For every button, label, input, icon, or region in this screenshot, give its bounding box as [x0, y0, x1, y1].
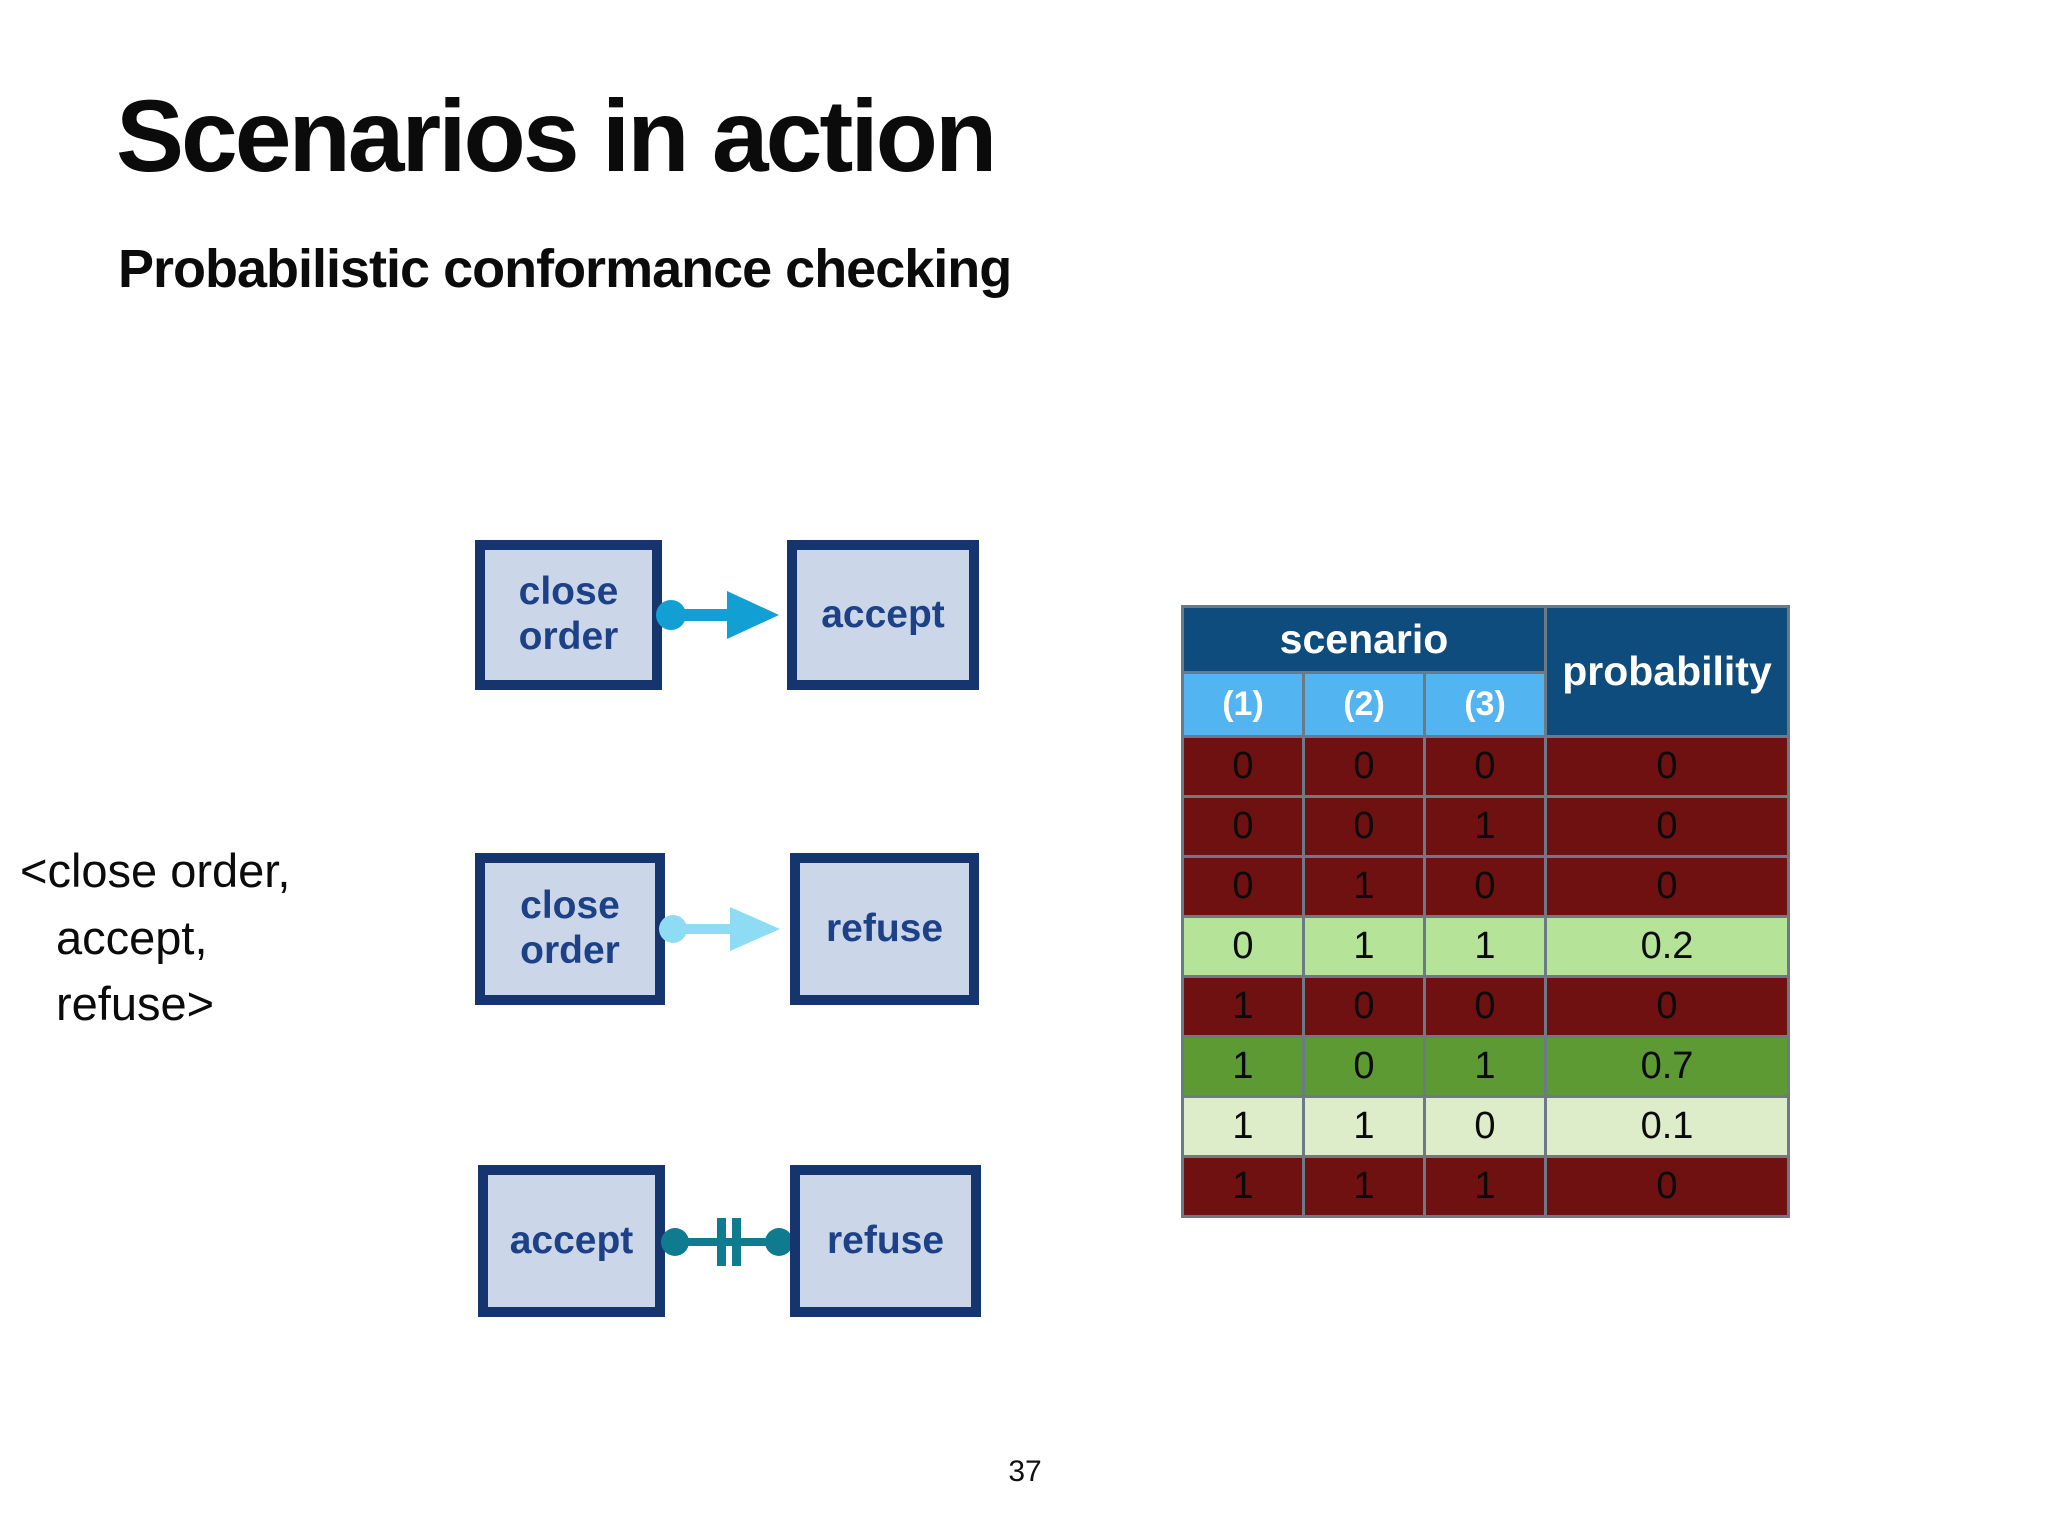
table-row: 0 0 1 0: [1181, 795, 1790, 858]
scenario-probability-table: scenario probability (1) (2) (3) 0 0 0 0…: [1181, 605, 1790, 1218]
activity-label: refuse: [825, 906, 944, 950]
table-cell: 1: [1302, 1095, 1426, 1158]
activity-box-close-order: close order: [475, 853, 665, 1005]
trace-line: accept,: [56, 910, 208, 964]
table-cell: 0.2: [1544, 915, 1790, 978]
table-cell: 1: [1423, 1035, 1547, 1098]
table-cell: 0: [1544, 795, 1790, 858]
table-header-probability: probability: [1544, 605, 1790, 738]
table-cell: 0: [1181, 735, 1305, 798]
table-cell: 0: [1544, 855, 1790, 918]
table-cell: 1: [1181, 1155, 1305, 1218]
table-cell: 0: [1544, 735, 1790, 798]
response-arrow-icon: [656, 591, 779, 639]
table-cell: 1: [1423, 1155, 1547, 1218]
table-cell: 1: [1302, 915, 1426, 978]
table-cell: 1: [1423, 795, 1547, 858]
table-cell: 0: [1302, 795, 1426, 858]
table-cell: 0: [1181, 915, 1305, 978]
table-cell: 0: [1423, 855, 1547, 918]
activity-label: close order: [518, 570, 619, 658]
table-row: 0 1 1 0.2: [1181, 915, 1790, 978]
trace-line: refuse>: [56, 977, 215, 1031]
non-coexistence-icon: [661, 1218, 793, 1266]
table-cell: 0: [1181, 795, 1305, 858]
table-cell: 1: [1181, 1035, 1305, 1098]
table-cell: 1: [1181, 975, 1305, 1038]
table-cell: 0: [1302, 975, 1426, 1038]
table-row: 1 1 1 0: [1181, 1155, 1790, 1218]
table-cell: 1: [1181, 1095, 1305, 1158]
table-row: 1 1 0 0.1: [1181, 1095, 1790, 1158]
activity-label: close order: [520, 884, 620, 972]
response-arrow-icon: [659, 907, 780, 951]
activity-box-refuse: refuse: [790, 853, 979, 1005]
page-number: 37: [1008, 1455, 1042, 1488]
table-subheader-2: (2): [1302, 671, 1426, 738]
table-subheader-3: (3): [1423, 671, 1547, 738]
table-cell: 1: [1423, 915, 1547, 978]
activity-label: refuse: [826, 1218, 945, 1262]
table-cell: 1: [1302, 1155, 1426, 1218]
table-cell: 0: [1302, 735, 1426, 798]
table-cell: 0.1: [1544, 1095, 1790, 1158]
table-subheader-1: (1): [1181, 671, 1305, 738]
table-cell: 0: [1544, 1155, 1790, 1218]
page-subtitle: Probabilistic conformance checking: [118, 239, 1012, 299]
trace-text: <close order, accept, refuse>: [20, 838, 290, 1038]
activity-box-refuse: refuse: [790, 1165, 981, 1317]
table-cell: 0: [1544, 975, 1790, 1038]
table-row: 1 0 1 0.7: [1181, 1035, 1790, 1098]
table-cell: 1: [1302, 855, 1426, 918]
activity-label: accept: [509, 1218, 634, 1262]
activity-label: accept: [821, 592, 945, 636]
table-cell: 0: [1423, 975, 1547, 1038]
table-cell: 0: [1423, 735, 1547, 798]
table-cell: 0: [1302, 1035, 1426, 1098]
table-cell: 0: [1423, 1095, 1547, 1158]
trace-line: <close order,: [20, 844, 291, 897]
activity-box-accept: accept: [478, 1165, 665, 1317]
table-row: 1 0 0 0: [1181, 975, 1790, 1038]
activity-box-accept: accept: [787, 540, 979, 690]
table-cell: 0.7: [1544, 1035, 1790, 1098]
table-header-scenario: scenario: [1181, 605, 1547, 674]
table-cell: 0: [1181, 855, 1305, 918]
table-row: 0 0 0 0: [1181, 735, 1790, 798]
activity-box-close-order: close order: [475, 540, 662, 690]
page-title: Scenarios in action: [116, 79, 997, 193]
table-row: 0 1 0 0: [1181, 855, 1790, 918]
